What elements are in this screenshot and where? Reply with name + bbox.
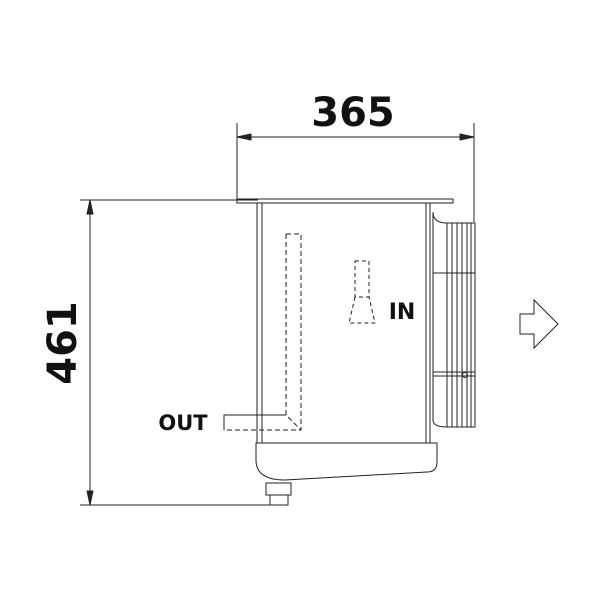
height-dimension: 461 xyxy=(40,199,276,506)
outlet-label: OUT xyxy=(158,411,208,435)
width-dimension: 365 xyxy=(236,90,475,222)
unit-body xyxy=(236,198,454,506)
inlet-label: IN xyxy=(389,300,416,325)
inlet-cone xyxy=(348,260,376,324)
arrow-right-outline-icon xyxy=(519,298,559,350)
outlet-pipe xyxy=(223,414,286,430)
fan-grille xyxy=(432,211,476,428)
width-value: 365 xyxy=(311,90,395,136)
height-value: 461 xyxy=(40,301,86,385)
